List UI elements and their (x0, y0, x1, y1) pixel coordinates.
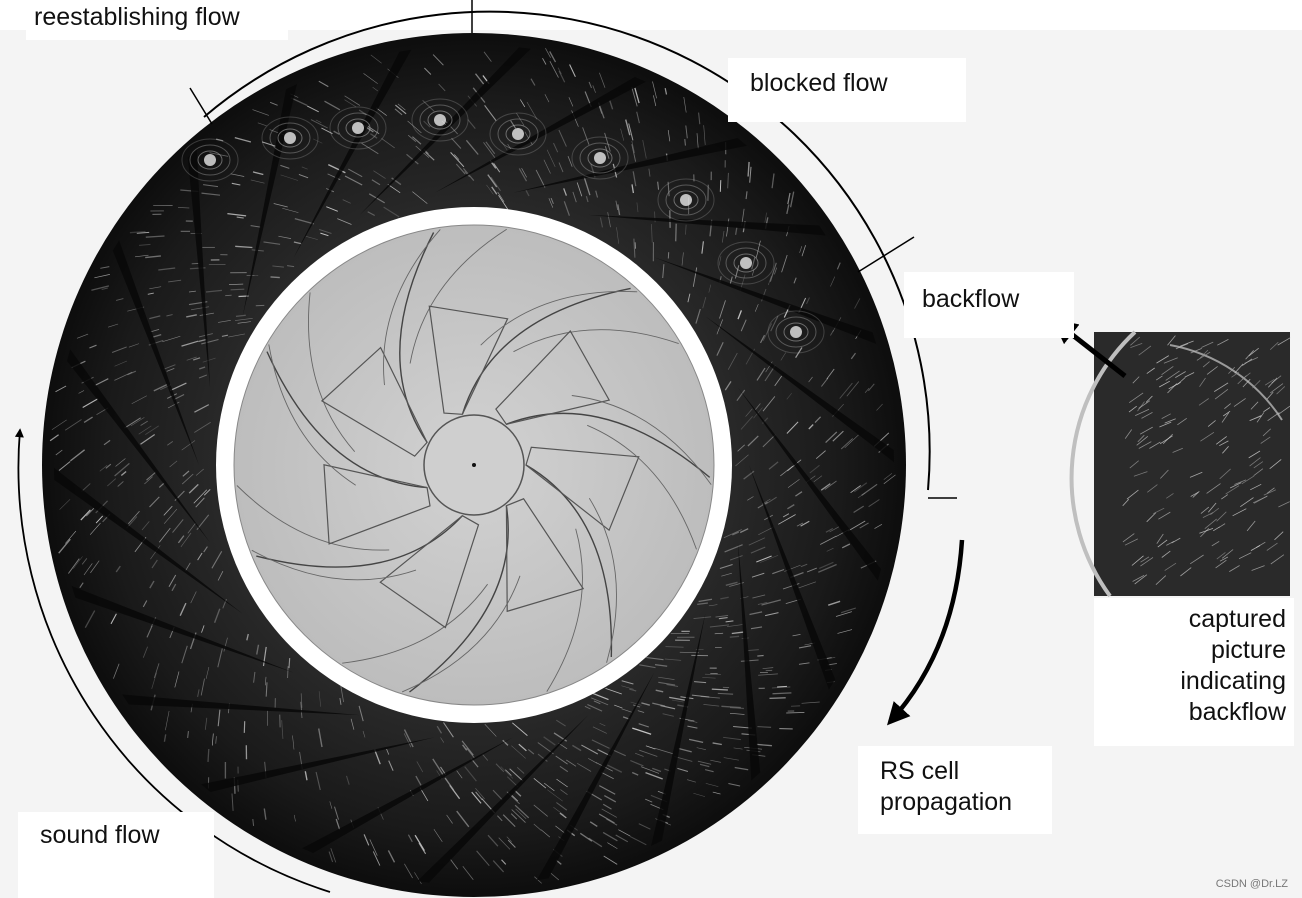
label-rs-cell-propagation: RS cell propagation (858, 746, 1052, 834)
rs-cell-text-line1: RS cell (880, 757, 960, 785)
impeller-hub-center (472, 463, 476, 467)
sound-flow-arc-arrow (14, 428, 331, 893)
captured-text-line2: picture (1210, 636, 1286, 664)
blocked-flow-text: blocked flow (750, 69, 888, 97)
watermark: CSDN @Dr.LZ (1215, 878, 1288, 890)
sound-flow-text: sound flow (40, 821, 160, 849)
arc-tick-upper-left (189, 87, 213, 125)
rs-cell-text-line2: propagation (880, 788, 1013, 816)
backflow-vortices (181, 98, 825, 354)
captured-text-line3: indicating (1180, 667, 1286, 695)
label-blocked-flow: blocked flow (728, 58, 966, 122)
rs-cell-propagation-arrow (886, 539, 965, 726)
impeller-blades (236, 228, 712, 693)
captured-text-line1: captured (1188, 605, 1286, 633)
label-reestablishing-flow: reestablishing flow (26, 0, 288, 40)
captured-picture-inset (1069, 330, 1291, 598)
label-captured-picture: captured picture indicating backflow (1094, 598, 1294, 746)
backflow-text: backflow (922, 285, 1020, 313)
reestablishing-flow-text: reestablishing flow (34, 3, 240, 31)
label-sound-flow: sound flow (18, 812, 214, 898)
arc-tick-right (857, 236, 915, 273)
captured-text-line4: backflow (1188, 698, 1286, 726)
label-backflow: backflow (904, 272, 1074, 338)
diffuser-vanes (54, 47, 894, 883)
